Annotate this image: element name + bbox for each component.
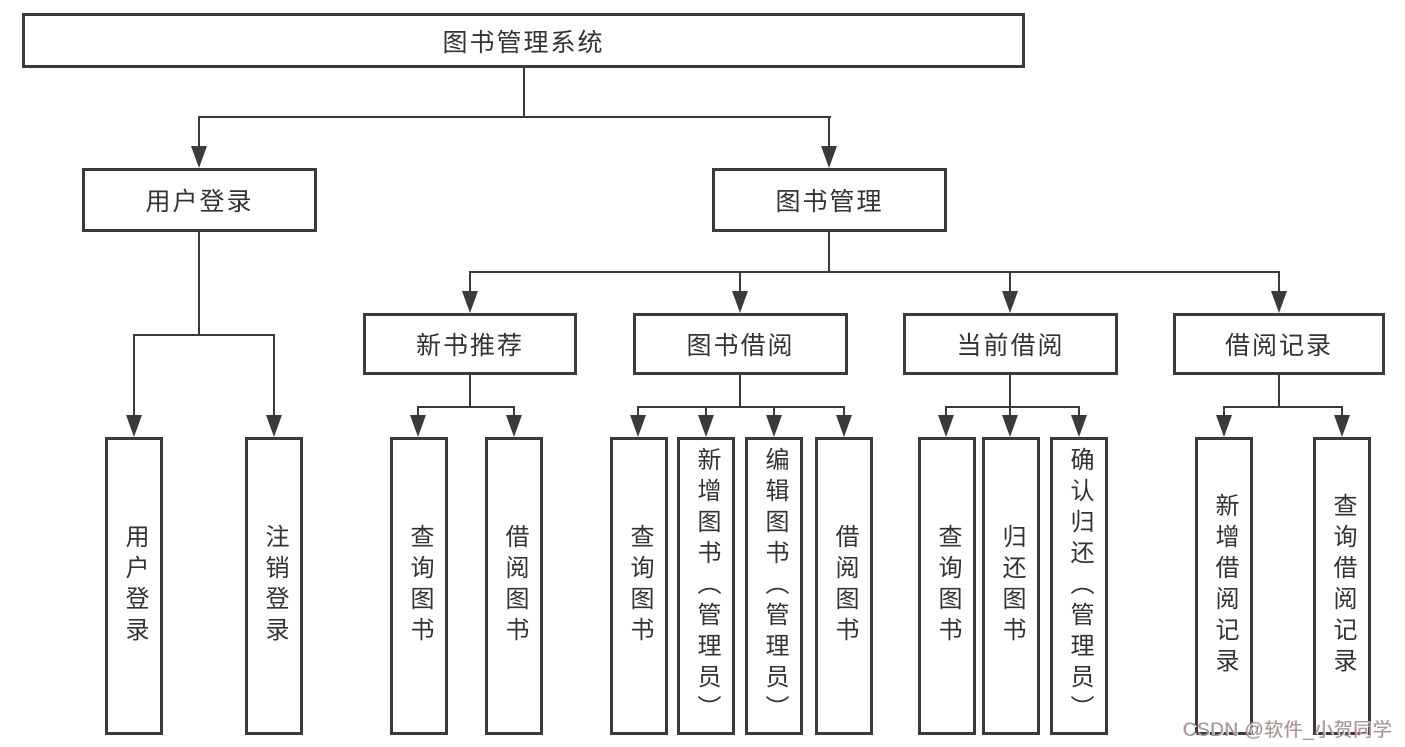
leaf-search-books-recommend: 查询图书 xyxy=(390,437,448,735)
leaf-confirm-return-admin: 确认归还（管理员） xyxy=(1050,437,1108,735)
leaf-label: 新增图书（管理员） xyxy=(693,446,720,726)
connector-line xyxy=(273,334,275,418)
connector-line xyxy=(739,375,741,408)
arrowhead-down xyxy=(191,146,207,168)
connector-line xyxy=(417,406,515,408)
leaf-label: 查询借阅记录 xyxy=(1329,493,1356,679)
connector-line xyxy=(945,406,947,418)
connector-line xyxy=(469,271,471,293)
connector-line xyxy=(828,116,830,150)
leaf-label: 借阅图书 xyxy=(831,524,858,648)
arrowhead-down xyxy=(126,415,142,437)
connector-line xyxy=(198,232,200,336)
node-user-login: 用户登录 xyxy=(82,168,317,232)
arrowhead-down xyxy=(1334,415,1350,437)
leaf-search-books-borrowing: 查询图书 xyxy=(610,437,668,735)
arrowhead-down xyxy=(266,415,282,437)
connector-line xyxy=(513,406,515,418)
leaf-label: 借阅图书 xyxy=(501,524,528,648)
connector-line xyxy=(1078,406,1080,418)
arrowhead-down xyxy=(766,415,782,437)
connector-line xyxy=(133,334,275,336)
node-library-management-system: 图书管理系统 xyxy=(22,13,1025,68)
connector-line xyxy=(1278,375,1280,408)
leaf-borrow-books-recommend: 借阅图书 xyxy=(485,437,543,735)
leaf-search-books-current: 查询图书 xyxy=(918,437,976,735)
connector-line xyxy=(133,334,135,418)
leaf-label: 注销登录 xyxy=(261,524,288,648)
connector-line xyxy=(637,406,639,418)
leaf-label: 编辑图书（管理员） xyxy=(761,446,788,726)
leaf-return-book: 归还图书 xyxy=(982,437,1040,735)
leaf-add-book-admin: 新增图书（管理员） xyxy=(677,437,735,735)
arrowhead-down xyxy=(1271,291,1287,313)
leaf-label: 查询图书 xyxy=(934,524,961,648)
arrowhead-down xyxy=(506,415,522,437)
leaf-label: 新增借阅记录 xyxy=(1211,493,1238,679)
connector-line xyxy=(417,406,419,418)
arrowhead-down xyxy=(821,146,837,168)
arrowhead-down xyxy=(630,415,646,437)
connector-line xyxy=(705,406,707,418)
csdn-watermark: CSDN @软件_小贺同学 xyxy=(1183,720,1393,741)
leaf-label: 用户登录 xyxy=(121,524,148,648)
connector-line xyxy=(198,116,200,150)
connector-line xyxy=(1009,375,1011,408)
connector-line xyxy=(1009,271,1011,293)
node-book-management: 图书管理 xyxy=(712,168,947,232)
arrowhead-down xyxy=(410,415,426,437)
node-book-borrowing: 图书借阅 xyxy=(633,313,848,375)
leaf-borrow-books-borrowing: 借阅图书 xyxy=(815,437,873,735)
node-new-book-recommendation: 新书推荐 xyxy=(363,313,577,375)
arrowhead-down xyxy=(1002,415,1018,437)
node-current-borrowing: 当前借阅 xyxy=(903,313,1118,375)
connector-line xyxy=(945,406,1080,408)
arrowhead-down xyxy=(698,415,714,437)
connector-line xyxy=(1223,406,1225,418)
connector-line xyxy=(739,271,741,293)
leaf-search-borrow-record: 查询借阅记录 xyxy=(1313,437,1371,735)
connector-line xyxy=(469,375,471,408)
leaf-user-login: 用户登录 xyxy=(105,437,163,735)
connector-line xyxy=(469,271,1280,273)
leaf-label: 确认归还（管理员） xyxy=(1066,446,1093,726)
connector-line xyxy=(1009,406,1011,418)
connector-line xyxy=(1278,271,1280,293)
connector-line xyxy=(1223,406,1343,408)
leaf-add-borrow-record: 新增借阅记录 xyxy=(1195,437,1253,735)
leaf-logout: 注销登录 xyxy=(245,437,303,735)
arrowhead-down xyxy=(462,291,478,313)
connector-line xyxy=(637,406,845,408)
connector-line xyxy=(773,406,775,418)
connector-line xyxy=(198,116,831,118)
connector-line xyxy=(523,68,525,118)
arrowhead-down xyxy=(1071,415,1087,437)
arrowhead-down xyxy=(938,415,954,437)
leaf-label: 查询图书 xyxy=(406,524,433,648)
connector-line xyxy=(843,406,845,418)
node-borrowing-records: 借阅记录 xyxy=(1173,313,1385,375)
connector-line xyxy=(1341,406,1343,418)
arrowhead-down xyxy=(732,291,748,313)
connector-line xyxy=(828,232,830,273)
leaf-label: 查询图书 xyxy=(626,524,653,648)
leaf-edit-book-admin: 编辑图书（管理员） xyxy=(745,437,803,735)
arrowhead-down xyxy=(1002,291,1018,313)
arrowhead-down xyxy=(836,415,852,437)
leaf-label: 归还图书 xyxy=(998,524,1025,648)
arrowhead-down xyxy=(1216,415,1232,437)
